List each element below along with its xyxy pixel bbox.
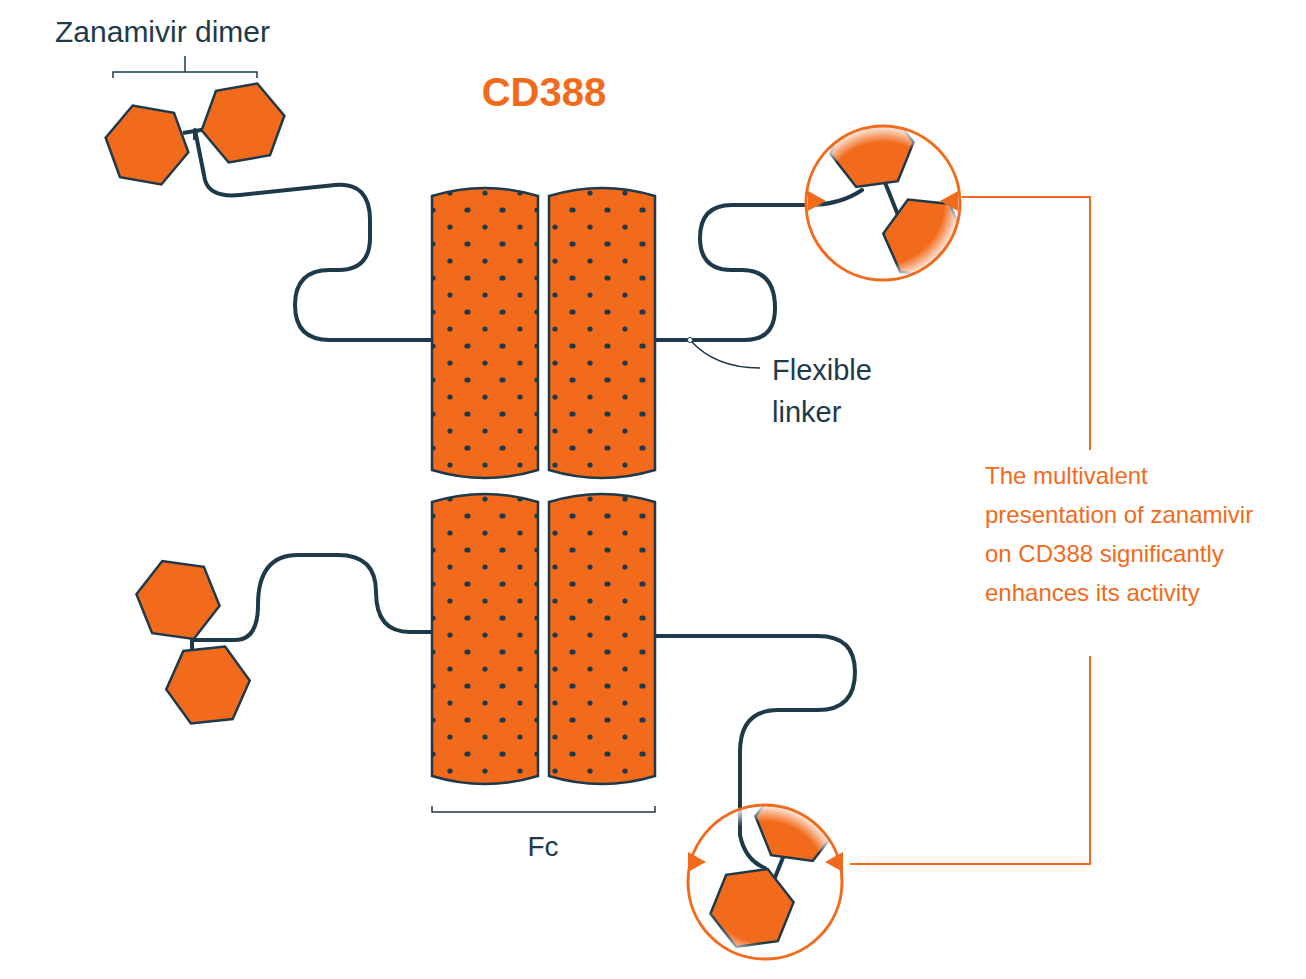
part-label: Fc (527, 830, 558, 864)
part-label: Zanamivir dimer (55, 14, 270, 50)
zoom-detail (689, 780, 844, 958)
fc-domain (432, 188, 655, 784)
flexible-linker (195, 130, 862, 868)
leader-line (690, 340, 760, 368)
bracket (432, 806, 655, 812)
callout-note: The multivalent presentation of zanamivi… (985, 456, 1275, 612)
title: CD388 (482, 68, 607, 116)
callout-line (850, 197, 1090, 864)
part-label: Flexible linker (772, 349, 942, 433)
zoom-detail (807, 106, 971, 279)
leader-dot (688, 338, 693, 343)
zanamivir (99, 80, 290, 726)
bracket (113, 56, 257, 78)
